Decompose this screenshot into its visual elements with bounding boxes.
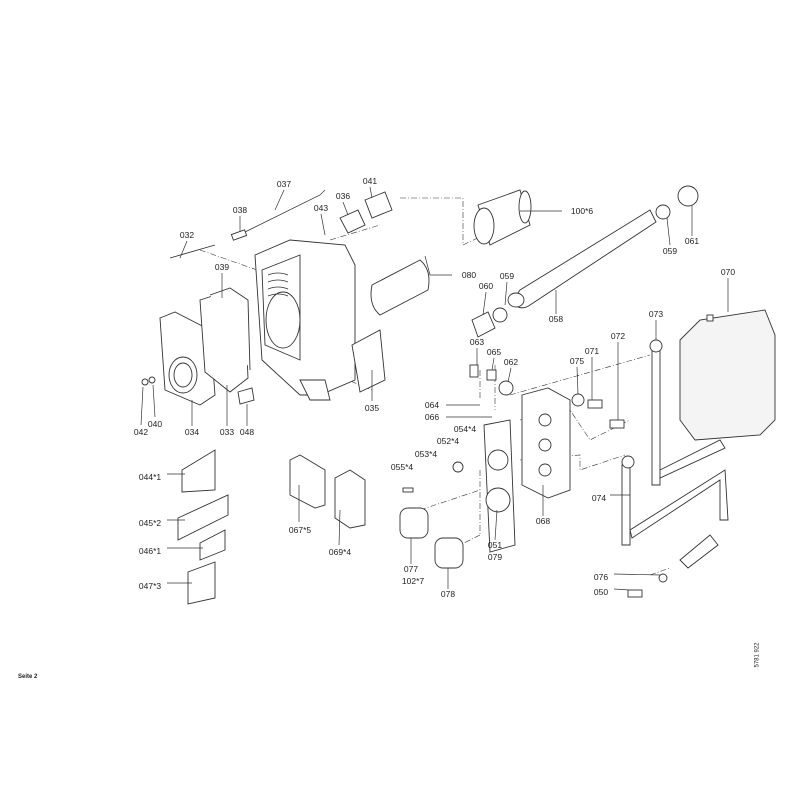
part-label-043: 043 (314, 203, 328, 213)
part-label-048: 048 (240, 427, 254, 437)
part-label-059b: 059 (500, 271, 514, 281)
part-label-100: 100*6 (571, 206, 593, 216)
part-label-065: 065 (487, 347, 501, 357)
part-label-066: 066 (425, 412, 439, 422)
part-label-053: 053*4 (415, 449, 437, 459)
part-label-061: 061 (685, 236, 699, 246)
part-label-058: 058 (549, 314, 563, 324)
part-label-075: 075 (570, 356, 584, 366)
pump-motors (399, 507, 464, 569)
part-label-073: 073 (649, 309, 663, 319)
part-label-033: 033 (220, 427, 234, 437)
part-label-079: 079 (488, 552, 502, 562)
heat-exchanger-block (254, 239, 356, 401)
electronics-boxes (289, 454, 366, 529)
part-label-062: 062 (504, 357, 518, 367)
part-label-046: 046*1 (139, 546, 161, 556)
part-label-042: 042 (134, 427, 148, 437)
part-label-055: 055*4 (391, 462, 413, 472)
insulation-sleeve (370, 259, 430, 316)
part-label-070: 070 (721, 267, 735, 277)
part-label-080: 080 (462, 270, 476, 280)
document-number: 5781 922 (754, 642, 761, 668)
part-label-064: 064 (425, 400, 439, 410)
part-label-040: 040 (148, 419, 162, 429)
hydraulic-block (483, 419, 516, 553)
page-label: Seite 2 (18, 674, 38, 680)
flue-connector (473, 189, 532, 246)
part-label-036: 036 (336, 191, 350, 201)
part-label-052: 052*4 (437, 436, 459, 446)
part-label-045: 045*2 (139, 518, 161, 528)
pipes (621, 339, 729, 569)
small-parts (141, 189, 668, 605)
part-label-068: 068 (536, 516, 550, 526)
part-label-032: 032 (180, 230, 194, 240)
part-label-037: 037 (277, 179, 291, 189)
part-label-077: 077 (404, 564, 418, 574)
part-label-063: 063 (470, 337, 484, 347)
burner-cover (159, 311, 216, 406)
mounting-frame (521, 387, 571, 499)
part-label-060: 060 (479, 281, 493, 291)
part-label-076: 076 (594, 572, 608, 582)
part-label-074: 074 (592, 493, 606, 503)
part-label-047: 047*3 (139, 581, 161, 591)
part-number-labels: 037 038 036 041 043 032 039 080 100*6 059 061 070 05… (134, 176, 735, 599)
part-label-039: 039 (215, 262, 229, 272)
leader-lines (140, 186, 729, 591)
part-label-051: 051 (488, 540, 502, 550)
part-label-102: 102*7 (402, 576, 424, 586)
insulation-panel (199, 287, 251, 393)
part-label-034: 034 (185, 427, 199, 437)
flue-pipe (471, 185, 699, 338)
part-label-035: 035 (365, 403, 379, 413)
part-label-041: 041 (363, 176, 377, 186)
part-label-059a: 059 (663, 246, 677, 256)
part-label-054: 054*4 (454, 424, 476, 434)
expansion-vessel (679, 309, 776, 441)
part-label-050: 050 (594, 587, 608, 597)
part-label-044: 044*1 (139, 472, 161, 482)
part-label-067: 067*5 (289, 525, 311, 535)
part-label-038: 038 (233, 205, 247, 215)
part-label-072: 072 (611, 331, 625, 341)
part-label-078: 078 (441, 589, 455, 599)
part-label-069: 069*4 (329, 547, 351, 557)
part-label-071: 071 (585, 346, 599, 356)
